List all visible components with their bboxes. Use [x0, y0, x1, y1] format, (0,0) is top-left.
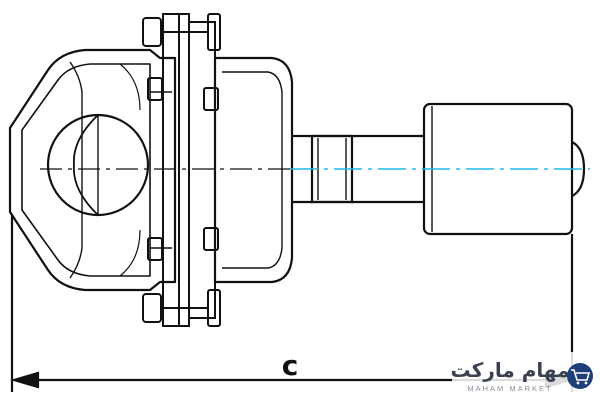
- cart-icon: [567, 363, 593, 389]
- watermark: مهام مارکت MAHAM MARKET: [451, 352, 598, 396]
- watermark-subtitle: MAHAM MARKET: [467, 384, 552, 393]
- inlet-port: [46, 113, 150, 217]
- flange-assembly: [142, 13, 221, 327]
- bonnet: [213, 56, 294, 284]
- watermark-brand: مهام مارکت: [451, 358, 570, 382]
- dimension-label: c: [282, 349, 299, 382]
- valve-body: [8, 48, 177, 292]
- arrowhead-left: [10, 371, 40, 389]
